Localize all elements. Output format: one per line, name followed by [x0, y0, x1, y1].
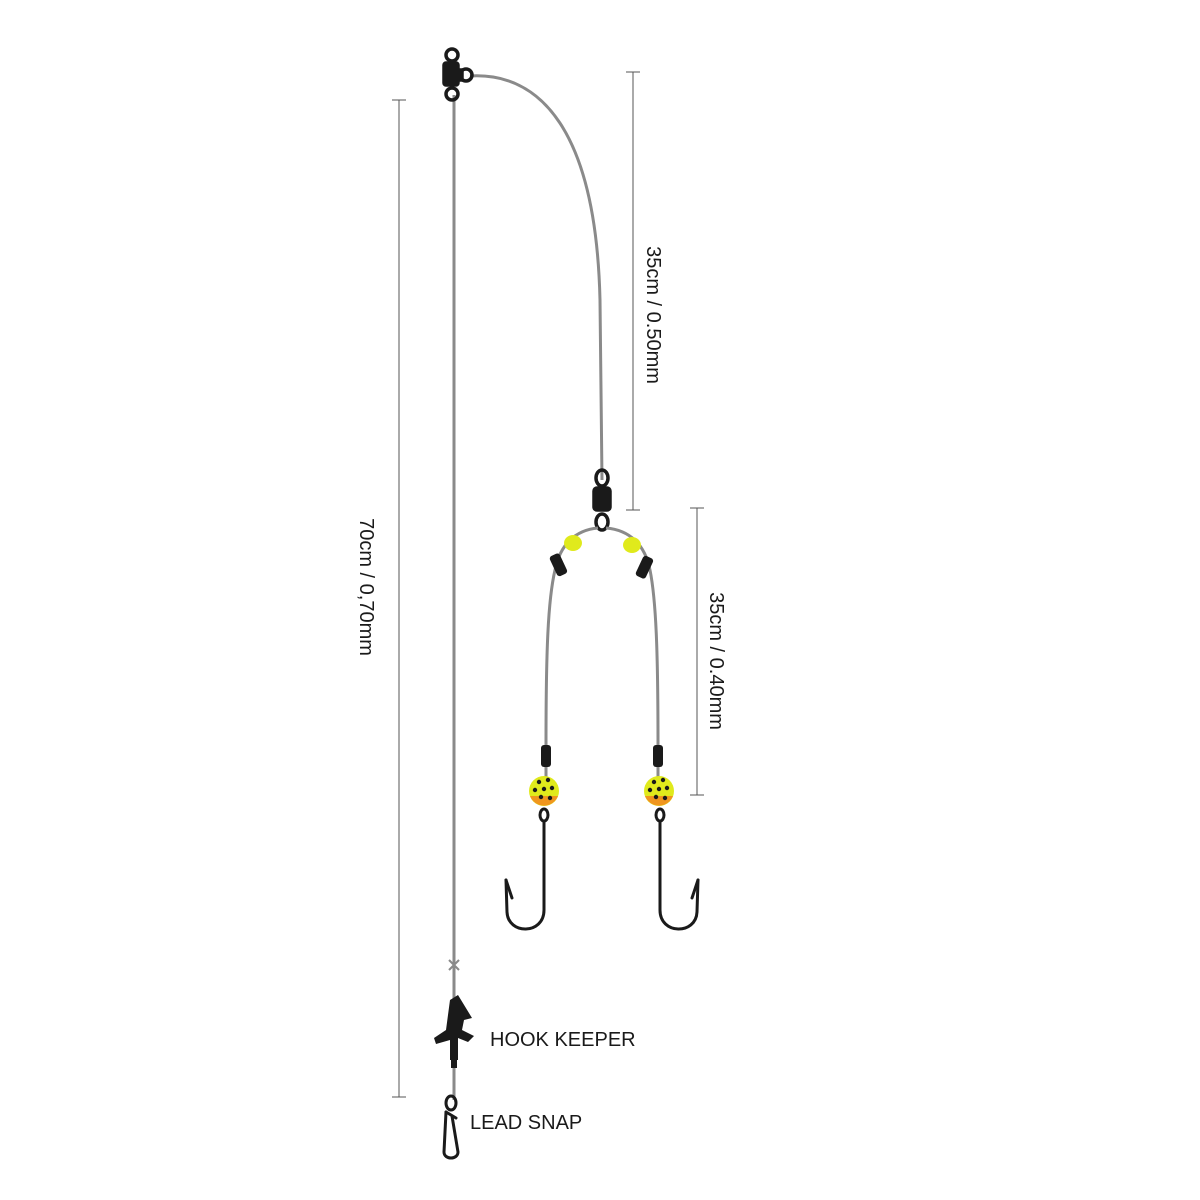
three-way-swivel-icon: [442, 47, 474, 102]
swivel-icon: [592, 468, 612, 532]
hook-icon: [654, 807, 700, 931]
sleeve-left-lower: [541, 745, 551, 767]
dimension-main-line: [392, 99, 406, 1098]
lead-snap-label: LEAD SNAP: [470, 1112, 582, 1134]
dimension-lower-snoods: [690, 507, 704, 796]
hook-icon: [504, 807, 550, 931]
sleeve-right-upper: [635, 555, 654, 579]
attractor-bead-right: [644, 776, 674, 806]
dimension-upper-snood: [626, 71, 640, 511]
sleeve-left-upper: [549, 553, 568, 577]
bead-yellow-left: [564, 535, 582, 551]
bead-yellow-right: [623, 537, 641, 553]
sleeve-right-lower: [653, 745, 663, 767]
upper-snood-line: [469, 74, 604, 481]
hook-keeper-label: HOOK KEEPER: [490, 1029, 636, 1051]
knot-marker: [448, 959, 460, 971]
hook-keeper-icon: [434, 995, 474, 1068]
lower-snoods-label: 35cm / 0.40mm: [705, 592, 727, 730]
main-line-label: 70cm / 0,70mm: [355, 518, 377, 656]
attractor-bead-left: [529, 776, 559, 806]
lead-snap-icon: [442, 1094, 460, 1160]
upper-snood-label: 35cm / 0.50mm: [642, 246, 664, 384]
